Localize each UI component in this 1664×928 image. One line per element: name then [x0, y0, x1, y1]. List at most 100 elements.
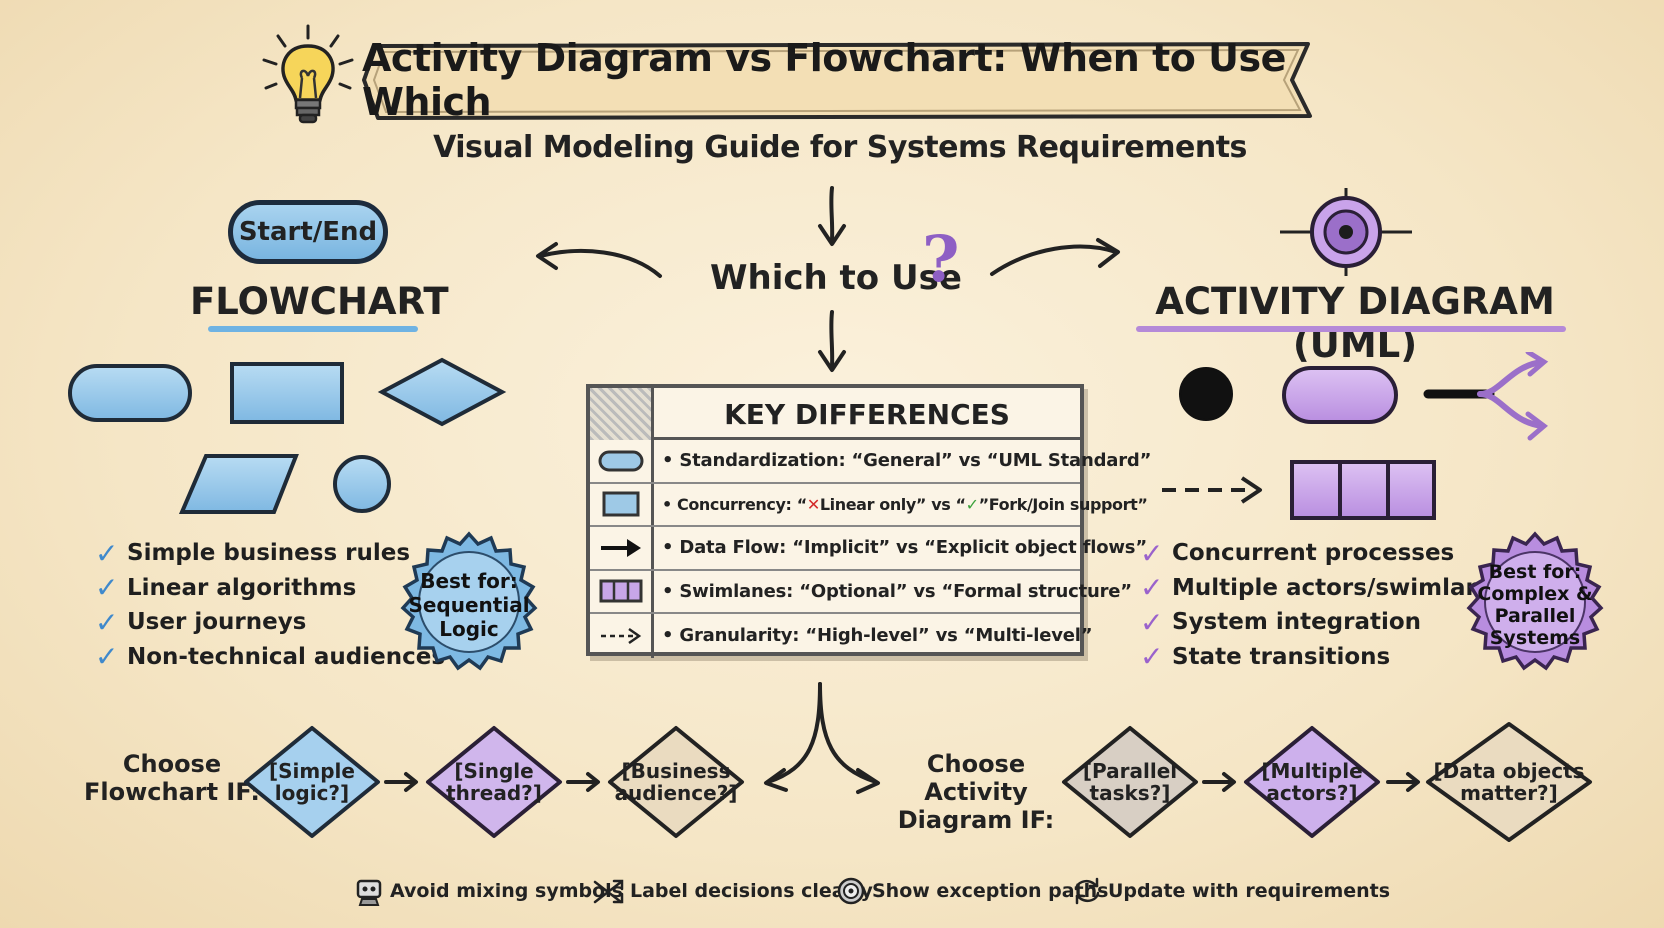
- crossed-arrows-icon: [593, 879, 624, 904]
- decision-label: [Business audience?]: [614, 759, 738, 805]
- page-title: Activity Diagram vs Flowchart: When to U…: [362, 36, 1286, 124]
- check-icon: ✓: [95, 605, 119, 639]
- tip-show-exception-paths: Show exception paths: [834, 876, 1108, 906]
- question-mark: ?: [922, 222, 960, 297]
- page-subtitle: Visual Modeling Guide for Systems Requir…: [433, 130, 1247, 165]
- decision-label: [Simple logic?]: [269, 759, 355, 805]
- start-end-terminator: Start/End: [228, 200, 388, 264]
- check-icon: ✓: [95, 571, 119, 605]
- swimlane-shape: [1290, 460, 1436, 520]
- banner-ribbon: [362, 42, 1312, 120]
- decision-diamond: [1426, 722, 1592, 842]
- cross-icon: ✕: [806, 494, 820, 514]
- table-header: KEY DIFFERENCES: [590, 388, 1080, 440]
- activity-diagram-heading: ACTIVITY DIAGRAM (UML): [1155, 280, 1555, 366]
- choose-flowchart-label: Choose Flowchart IF:: [83, 750, 261, 806]
- row-text: • Concurrency: “✕ Linear only” vs “✓”For…: [662, 484, 1148, 526]
- list-item: ✓State transitions: [1140, 640, 1511, 675]
- decision-label: [Parallel tasks?]: [1082, 759, 1178, 805]
- list-item-label: Multiple actors/swimlanes: [1172, 574, 1512, 601]
- seal-shape-purple: [1466, 531, 1604, 671]
- terminator-icon: [590, 440, 654, 482]
- initial-node-shape: [1179, 367, 1233, 421]
- decision-data-objects: [Data objects matter?]: [1424, 720, 1594, 844]
- decision-diamond: [244, 726, 380, 838]
- data-shape: [178, 454, 299, 514]
- terminator-shape: [68, 364, 192, 422]
- final-node-target-icon: [1280, 188, 1412, 276]
- choose-activity-label: Choose Activity Diagram IF:: [897, 750, 1055, 834]
- decision-parallel-tasks: [Parallel tasks?]: [1060, 724, 1200, 840]
- table-corner: [590, 388, 654, 440]
- badge-label: Best for: Complex & Parallel Systems: [1477, 561, 1593, 649]
- tip-label: Update with requirements: [1108, 880, 1391, 902]
- list-item: ✓ Simple business rules: [95, 536, 445, 571]
- target-icon: [837, 877, 865, 905]
- flowchart-heading: FLOWCHART: [190, 280, 449, 323]
- activity-underline: [1136, 326, 1566, 332]
- row-text-part: • Concurrency: “: [662, 494, 807, 514]
- arrow-right-icon: [590, 527, 654, 569]
- tip-label: Label decisions clearly: [630, 880, 873, 902]
- table-row: • Swimlanes: “Optional” vs “Formal struc…: [590, 570, 1132, 614]
- row-text: • Data Flow: “Implicit” vs “Explicit obj…: [662, 537, 1147, 559]
- decision-label: [Single thread?]: [446, 759, 542, 805]
- tip-label-decisions: Label decisions clearly: [592, 876, 873, 906]
- flowchart-use-list: ✓ Simple business rules ✓ Linear algorithm…: [95, 536, 445, 674]
- list-item: ✓Concurrent processes: [1140, 536, 1511, 571]
- flowchart-symbols: [68, 357, 507, 514]
- activity-symbols: [1162, 352, 1549, 520]
- seal-shape-blue: [400, 531, 538, 671]
- table-row: • Standardization: “General” vs “UML Sta…: [590, 440, 1152, 484]
- check-icon: ✓: [1140, 640, 1164, 674]
- table-row: • Data Flow: “Implicit” vs “Explicit obj…: [590, 527, 1147, 571]
- row-text: • Granularity: “High-level” vs “Multi-le…: [662, 625, 1093, 647]
- list-item: ✓ System integration: [1140, 605, 1511, 640]
- decision-diamond: [1062, 726, 1198, 838]
- badge-label: Best for: Sequential Logic: [408, 569, 530, 641]
- row-text: • Standardization: “General” vs “UML Sta…: [662, 450, 1152, 472]
- decision-multiple-actors: [Multiple actors?]: [1242, 724, 1382, 840]
- check-icon: ✓: [95, 640, 119, 674]
- list-item: ✓ Multiple actors/swimlanes: [1140, 571, 1511, 606]
- tip-label: Show exception paths: [872, 880, 1109, 902]
- action-shape: [1282, 366, 1398, 424]
- list-item-label: Linear algorithms: [127, 574, 357, 601]
- list-item-label: User journeys: [127, 609, 307, 636]
- row-text: • Swimlanes: “Optional” vs “Formal struc…: [662, 580, 1132, 602]
- decision-label: [Data objects matter?]: [1433, 759, 1585, 805]
- list-item-label: Non-technical audiences: [127, 643, 446, 670]
- row-text-part: ”Fork/Join support”: [978, 494, 1148, 514]
- row-text-part: Linear only” vs “: [819, 494, 966, 514]
- list-item: ✓ User journeys: [95, 605, 445, 640]
- decision-simple-logic: [Simple logic?]: [242, 724, 382, 840]
- decision-diamond: [608, 726, 744, 838]
- title-banner: Activity Diagram vs Flowchart: When to U…: [362, 36, 1322, 124]
- list-item-label: System integration: [1172, 609, 1422, 636]
- decision-single-thread: [Single thread?]: [424, 724, 564, 840]
- lightbulb-icon: [262, 24, 354, 124]
- tip-label: Avoid mixing symbols: [390, 880, 623, 902]
- flowchart-underline: [208, 326, 418, 332]
- swimlane-icon: [590, 570, 654, 612]
- list-item-label: Simple business rules: [127, 540, 411, 567]
- tip-update-with-requirements: Update with requirements: [1070, 876, 1390, 906]
- center-question: Which to Use: [710, 258, 962, 298]
- connector-shape: [333, 455, 391, 513]
- process-shape: [230, 362, 344, 424]
- table-row: • Concurrency: “✕ Linear only” vs “✓”For…: [590, 483, 1148, 527]
- decision-label: [Multiple actors?]: [1261, 759, 1363, 805]
- check-icon: ✓: [1140, 571, 1164, 605]
- check-icon: ✓: [965, 494, 979, 514]
- decision-diamond: [1244, 726, 1380, 838]
- decision-business-audience: [Business audience?]: [606, 724, 746, 840]
- check-icon: ✓: [95, 536, 119, 570]
- process-box-icon: [590, 483, 654, 525]
- check-icon: ✓: [1140, 605, 1164, 639]
- activity-best-for-badge: Best for: Complex & Parallel Systems: [1460, 530, 1610, 680]
- object-flow-shape: [1162, 476, 1262, 504]
- robot-icon: [356, 879, 382, 906]
- table-title: KEY DIFFERENCES: [724, 397, 1010, 431]
- list-item: ✓ Linear algorithms: [95, 571, 445, 606]
- decision-shape: [377, 357, 507, 427]
